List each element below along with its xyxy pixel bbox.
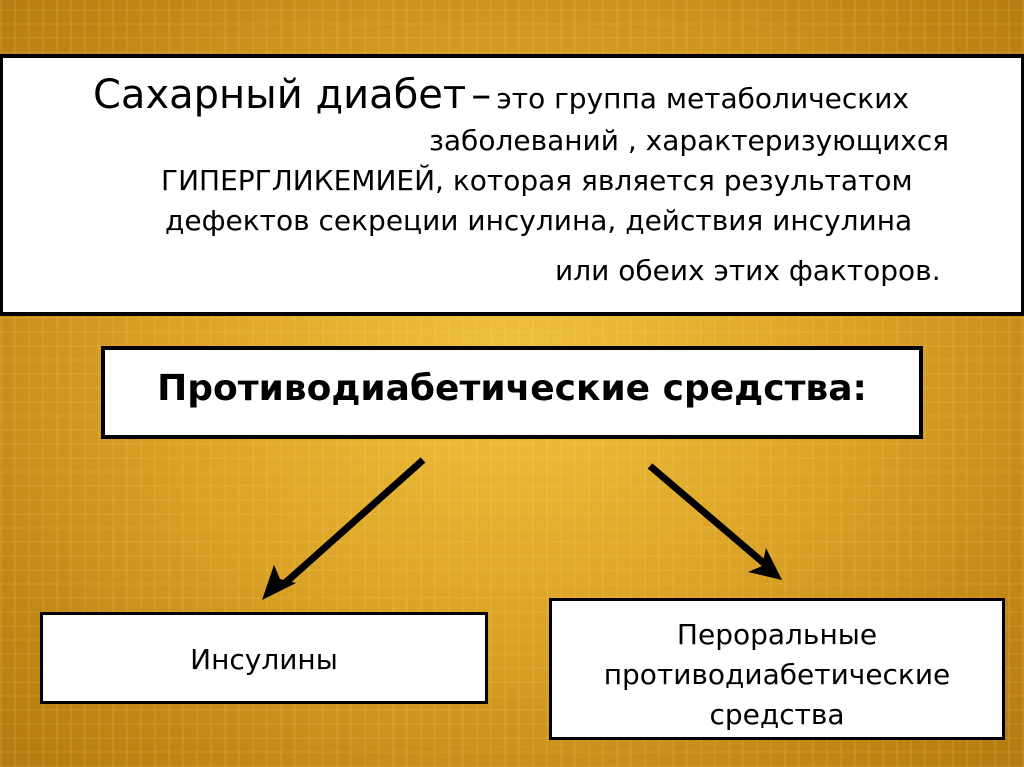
definition-line-3: ГИПЕРГЛИКЕМИЕЙ, которая является результ… xyxy=(161,164,913,197)
oral-agents-label: Пероральные противодиабетические средств… xyxy=(552,615,1002,735)
definition-line-2: заболеваний , характеризующихся xyxy=(429,124,950,157)
arrow-left-shaft xyxy=(281,457,426,587)
definition-line-4: дефектов секреции инсулина, действия инс… xyxy=(165,204,913,237)
oral-agents-line-2: противодиабетические xyxy=(603,658,951,691)
insulin-label: Инсулины xyxy=(190,643,338,676)
title-box: Противодиабетические средства: xyxy=(101,346,923,439)
definition-line-1: Сахарный диабет – это группа метаболичес… xyxy=(93,72,909,118)
diagram-title: Противодиабетические средства: xyxy=(157,368,867,409)
definition-line-5: или обеих этих факторов. xyxy=(555,254,941,287)
insulin-box: Инсулины xyxy=(40,612,488,704)
definition-dash: – xyxy=(471,72,492,118)
oral-agents-line-3: средства xyxy=(709,698,845,731)
oral-agents-box: Пероральные противодиабетические средств… xyxy=(549,598,1005,740)
definition-term: Сахарный диабет xyxy=(93,72,467,118)
definition-line-1-rest: это группа метаболических xyxy=(496,82,909,115)
oral-agents-line-1: Пероральные xyxy=(676,618,878,651)
arrow-right-head xyxy=(748,548,782,580)
arrow-left-head xyxy=(262,565,296,600)
arrow-right-shaft xyxy=(647,463,769,568)
definition-box: Сахарный диабет – это группа метаболичес… xyxy=(0,54,1024,316)
